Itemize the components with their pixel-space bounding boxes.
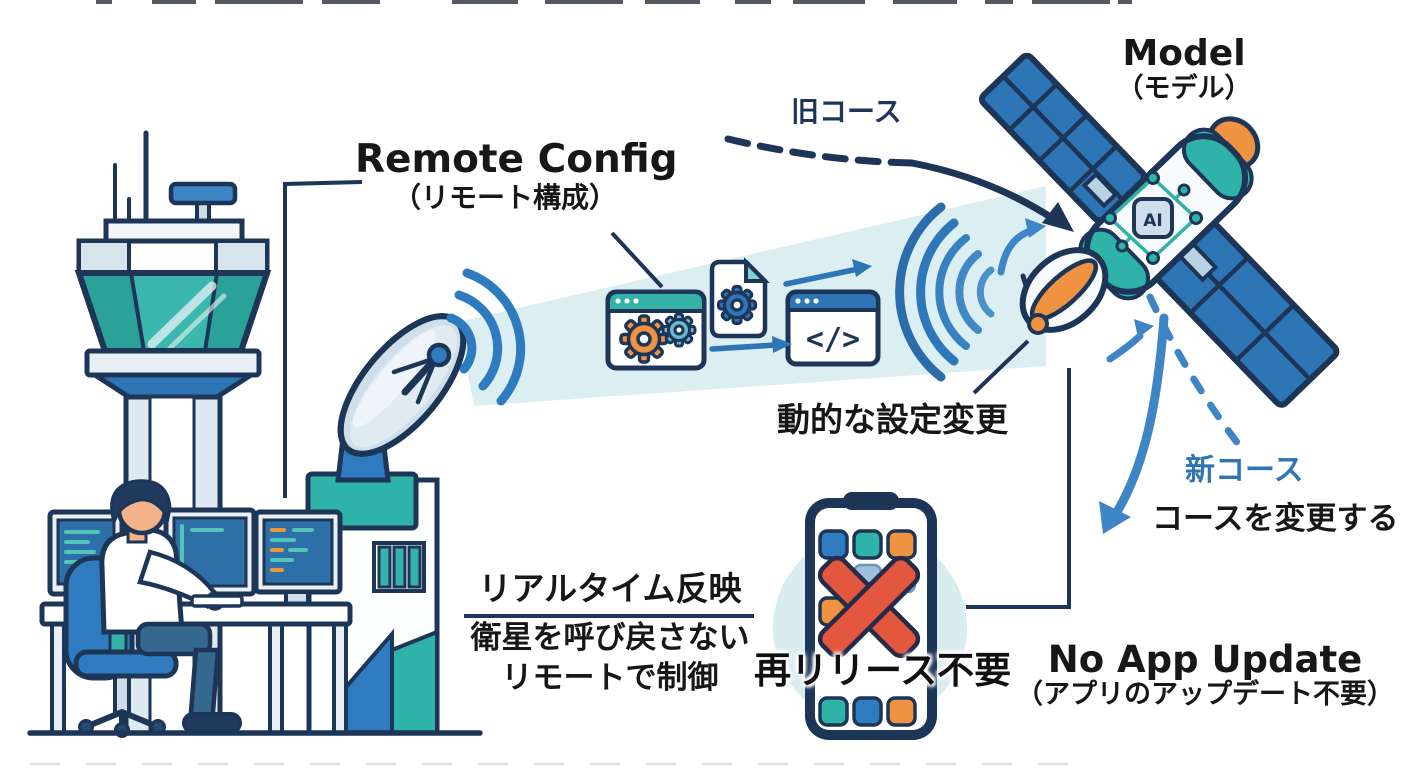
gear-icon [661, 312, 697, 348]
satellite-icon: AI [979, 52, 1340, 408]
satellite-body [1078, 116, 1261, 301]
old-course-label: 旧コース [791, 95, 902, 128]
remote-config-leader-line [283, 180, 363, 498]
change-course-label: コースを変更する [1152, 501, 1399, 537]
new-course-arrow [1099, 313, 1169, 534]
ai-chip-icon: AI [1103, 171, 1203, 265]
parabolic-dish-icon [337, 313, 467, 457]
no-rerelease-label: 再リリース不要 [754, 649, 1012, 692]
old-course-arrow [724, 135, 1074, 232]
config-flow-arrows [709, 259, 872, 353]
dynamic-change-leader-line [972, 339, 1030, 395]
realtime-label: リアルタイム反映 [478, 569, 742, 608]
new-course-label: 新コース [1185, 453, 1304, 488]
remote-config-leader-line [610, 231, 664, 289]
keyboard-icon [190, 594, 244, 608]
gear-icon [716, 284, 758, 326]
gear-document-icon [709, 257, 770, 339]
rotation-arrow [997, 218, 1154, 363]
no-recall-label: 衛星を呼び戻さない [470, 620, 750, 656]
phone-notch [843, 492, 899, 510]
config-window-icon [605, 289, 707, 371]
model-label: Model （モデル） [1084, 33, 1284, 105]
operator-workstation [39, 479, 353, 738]
remote-control-label: リモートで制御 [501, 660, 719, 696]
ai-glyph: AI [1143, 211, 1162, 231]
dynamic-change-label: 動的な設定変更 [777, 400, 1008, 439]
smartphone-icon [805, 492, 937, 740]
remote-config-label-ja: （リモート構成） [392, 180, 617, 214]
satellite-phone-connector [966, 368, 1071, 609]
no-app-update-label: No App Update （アプリのアップデート不要） [1005, 639, 1405, 711]
model-label-en: Model [1122, 33, 1246, 74]
monitor-icon [253, 509, 343, 607]
red-cross-icon [817, 555, 921, 659]
operator [99, 479, 242, 734]
code-window-icon: </> [785, 289, 881, 367]
dish-signal-waves-icon [446, 268, 526, 406]
remote-config-label-en: Remote Config [355, 137, 678, 182]
model-label-ja: （モデル） [1116, 73, 1252, 105]
radio-waves-icon [895, 202, 995, 382]
remote-config-label: Remote Config （リモート構成） [355, 137, 678, 214]
code-glyph: </> [806, 322, 860, 357]
no-app-update-label-ja: （アプリのアップデート不要） [1016, 679, 1394, 711]
top-edge-artifacts [96, 0, 1132, 4]
satellite-receiver-dish-icon [1019, 247, 1109, 335]
gear-icon [619, 314, 669, 364]
radar-antenna [168, 181, 238, 206]
new-course-dashed-curve [1146, 293, 1246, 453]
no-app-update-label-en: No App Update [1047, 638, 1363, 681]
